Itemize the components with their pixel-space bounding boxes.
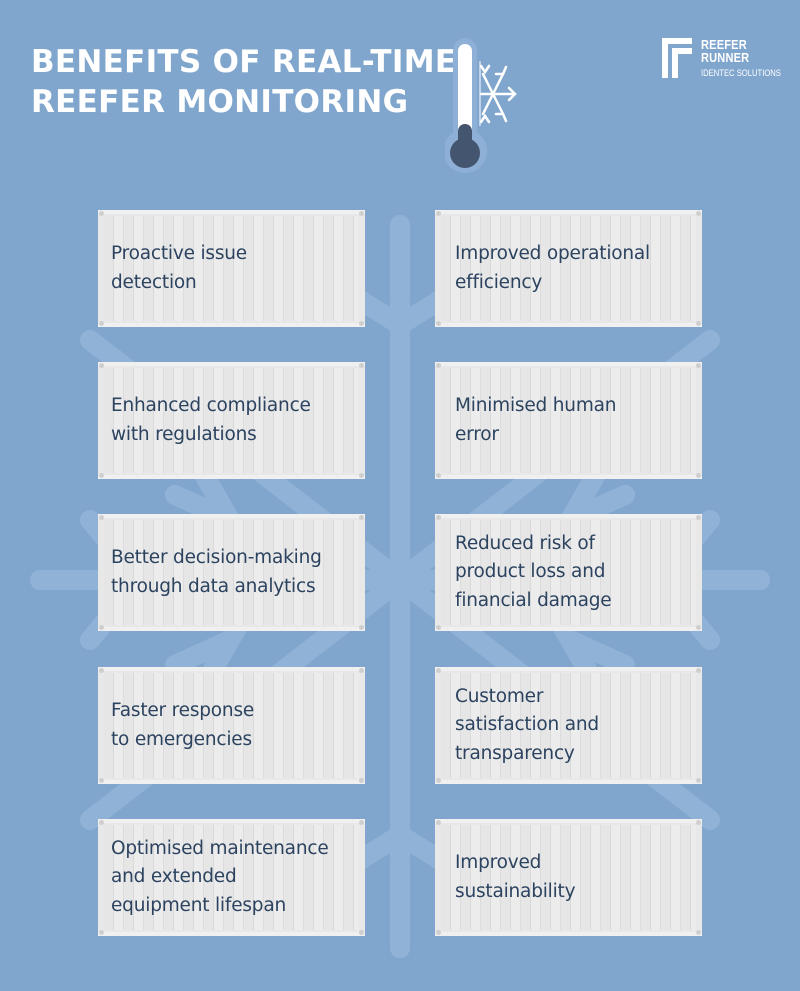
benefit-text-line: with regulations (111, 423, 257, 445)
container-bolt (99, 930, 104, 935)
benefit-text: Customer satisfaction and transparency (455, 671, 696, 780)
container-bolt (99, 473, 104, 478)
benefit-text: Improved operational efficiency (455, 214, 696, 323)
container-bolt (99, 625, 104, 630)
container-bolt (696, 930, 701, 935)
logo-name: REEFER RUNNER (701, 38, 749, 64)
container-bolt (696, 625, 701, 630)
container-bolt (436, 321, 441, 326)
logo-name-line-2: RUNNER (701, 50, 750, 65)
container-bolt (696, 668, 701, 673)
benefit-card: Better decision-making through data analy… (98, 514, 365, 631)
container-bolt (359, 930, 364, 935)
benefit-text-line: Improved operational (455, 243, 650, 264)
container-bolt (436, 473, 441, 478)
container-bolt (436, 778, 441, 783)
logo-mark-icon (662, 38, 692, 78)
benefit-text-line: Improved (455, 852, 542, 873)
container-bolt (359, 515, 364, 520)
benefit-text-line: Customer (455, 685, 544, 707)
container-bolt (99, 668, 104, 673)
benefit-card: Faster response to emergencies (98, 667, 365, 784)
page-title: BENEFITS OF REAL-TIME REEFER MONITORING (31, 42, 456, 122)
benefit-text: Minimised human error (455, 366, 696, 475)
logo-subtitle: IDENTEC SOLUTIONS (701, 68, 781, 78)
container-bolt (436, 930, 441, 935)
benefit-text: Enhanced compliance with regulations (111, 366, 359, 475)
container-bolt (696, 473, 701, 478)
benefit-text-line: to emergencies (111, 728, 252, 750)
container-bolt (436, 625, 441, 630)
benefit-text-line: error (455, 423, 499, 445)
container-bolt (99, 820, 104, 825)
container-bolt (696, 820, 701, 825)
container-bolt (99, 778, 104, 783)
container-bolt (696, 211, 701, 216)
container-bolt (696, 778, 701, 783)
container-bolt (436, 515, 441, 520)
reefer-runner-logo: REEFER RUNNER IDENTEC SOLUTIONS (662, 38, 782, 82)
benefit-text-line: Reduced risk of (455, 532, 595, 554)
container-bolt (359, 668, 364, 673)
benefit-text-line: Faster response (111, 700, 255, 721)
benefit-text: Improved sustainability (455, 823, 696, 932)
benefit-text-line: transparency (455, 742, 575, 764)
container-bolt (696, 363, 701, 368)
benefit-card: Minimised human error (435, 362, 702, 479)
container-bolt (99, 321, 104, 326)
container-bolt (436, 363, 441, 368)
benefit-text-line: product loss and (455, 561, 606, 583)
snowflake-icon (479, 64, 517, 124)
container-bolt (696, 321, 701, 326)
benefit-card: Improved operational efficiency (435, 210, 702, 327)
benefit-card: Enhanced compliance with regulations (98, 362, 365, 479)
benefit-text-line: efficiency (455, 271, 543, 293)
container-bolt (359, 473, 364, 478)
benefit-text-line: and extended (111, 866, 237, 888)
benefit-card: Optimised maintenance and extended equipme… (98, 819, 365, 936)
container-bolt (99, 211, 104, 216)
container-bolt (436, 668, 441, 673)
container-bolt (696, 515, 701, 520)
benefit-card: Reduced risk of product loss and financial… (435, 514, 702, 631)
benefit-text-line: Optimised maintenance (111, 837, 329, 859)
benefit-text-line: Enhanced compliance (111, 395, 311, 416)
benefit-card: Customer satisfaction and transparency (435, 667, 702, 784)
benefit-card: Proactive issue detection (98, 210, 365, 327)
container-bolt (359, 778, 364, 783)
benefit-text-line: Proactive issue (111, 243, 247, 264)
container-bolt (359, 363, 364, 368)
benefit-text-line: sustainability (455, 880, 576, 902)
container-bolt (99, 515, 104, 520)
benefit-text-line: satisfaction and (455, 714, 599, 736)
container-bolt (436, 211, 441, 216)
benefit-card: Improved sustainability (435, 819, 702, 936)
benefit-text-line: through data analytics (111, 575, 316, 597)
benefit-text-line: Minimised human (455, 395, 617, 416)
container-bolt (359, 211, 364, 216)
benefit-text-line: financial damage (455, 589, 612, 611)
benefit-text: Proactive issue detection (111, 214, 359, 323)
container-bolt (359, 820, 364, 825)
title-line-1: BENEFITS OF REAL-TIME (31, 44, 457, 80)
benefit-text: Better decision-making through data analy… (111, 518, 359, 627)
container-bolt (359, 321, 364, 326)
benefit-text: Reduced risk of product loss and financial… (455, 518, 696, 627)
thermometer-icon (445, 38, 517, 173)
title-line-2: REEFER MONITORING (31, 84, 409, 120)
benefit-text: Faster response to emergencies (111, 671, 359, 780)
container-bolt (436, 820, 441, 825)
benefit-text-line: equipment lifespan (111, 894, 287, 916)
benefit-text-line: detection (111, 271, 197, 293)
container-bolt (359, 625, 364, 630)
benefit-text-line: Better decision-making (111, 547, 322, 568)
logo-name-line-1: REEFER (701, 37, 747, 52)
benefit-text: Optimised maintenance and extended equipme… (111, 823, 359, 932)
container-bolt (99, 363, 104, 368)
